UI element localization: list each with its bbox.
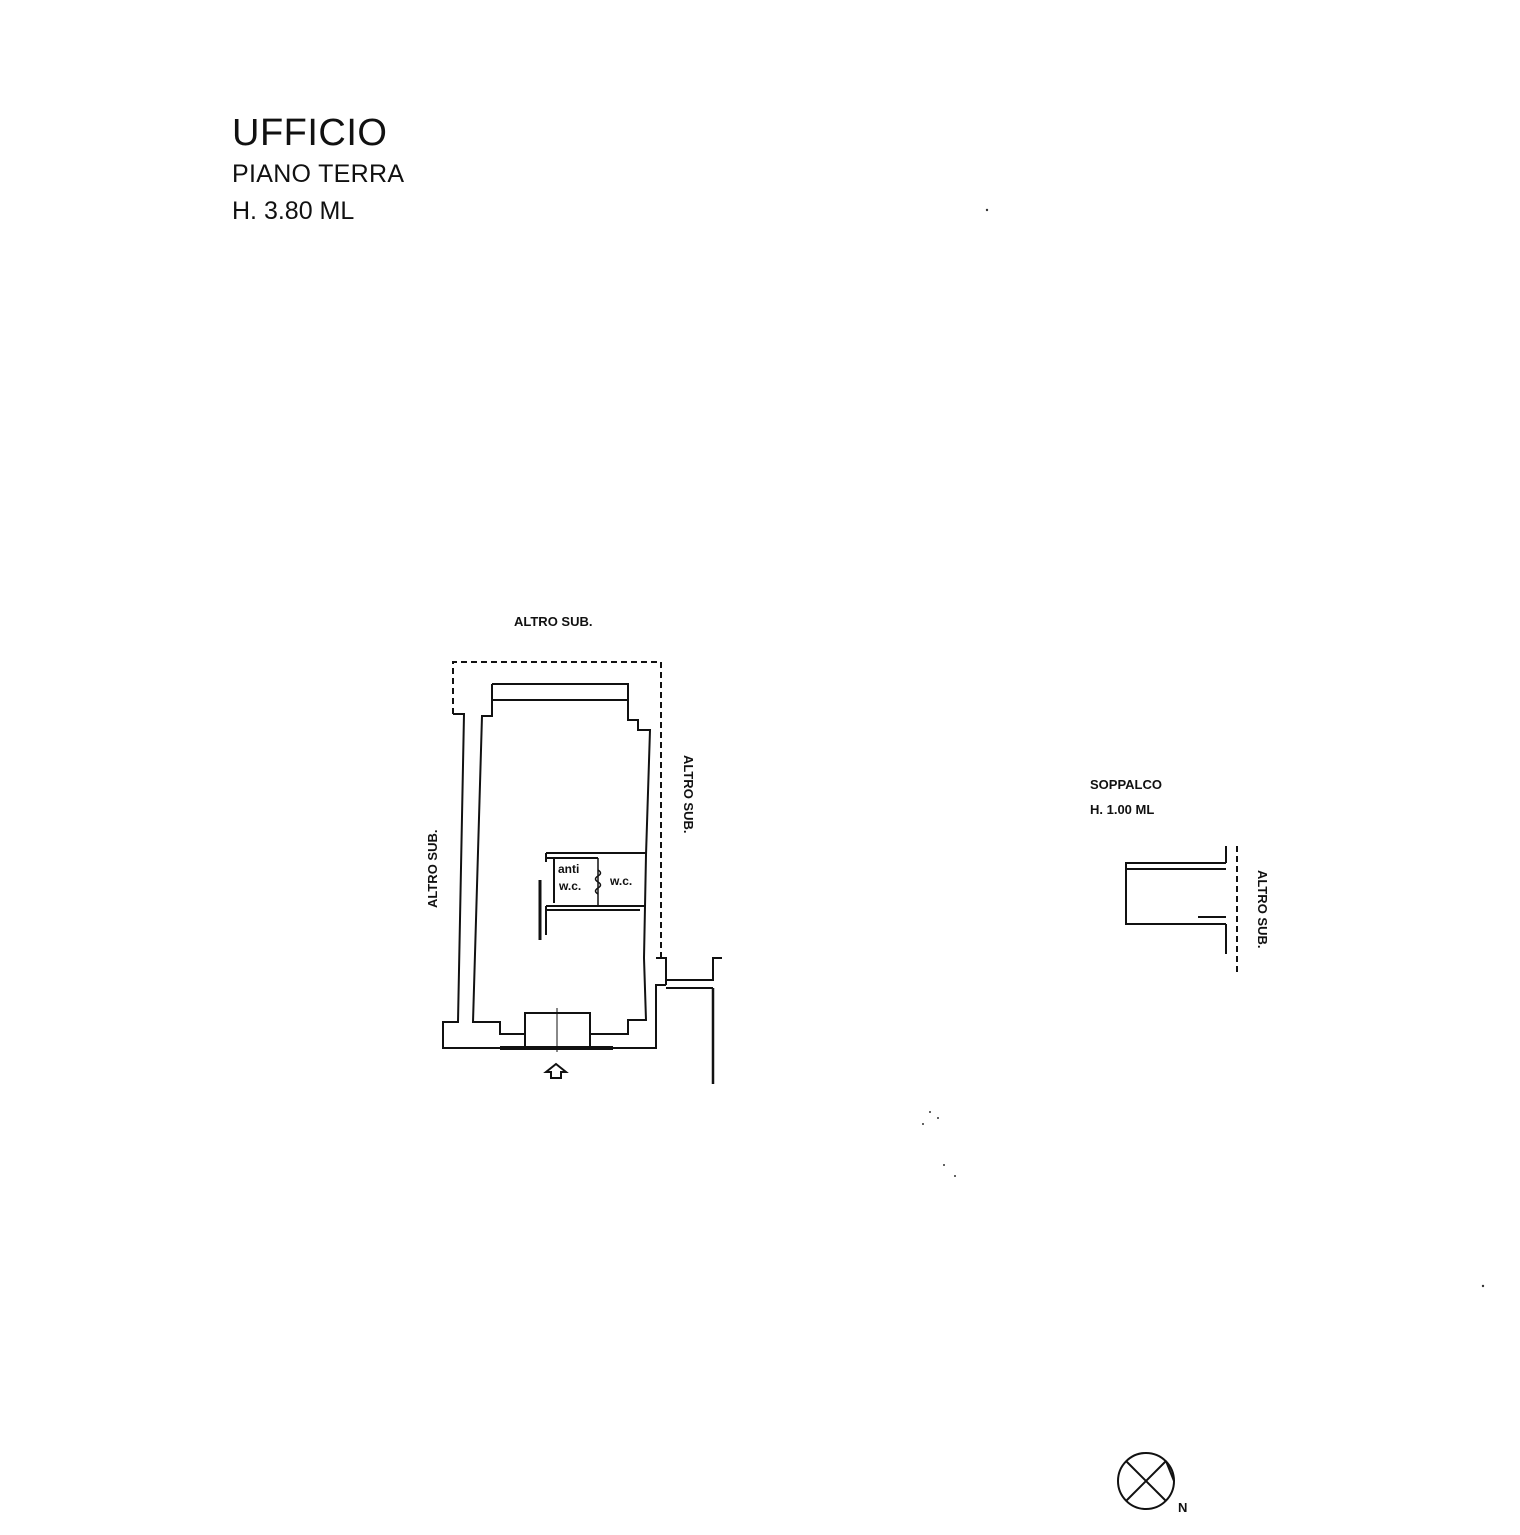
- shared-boundary-dashed: [452, 661, 662, 958]
- outer-wall: [442, 713, 667, 1049]
- anti-wc-label-1: anti: [558, 862, 579, 876]
- adjacent-wall: [666, 957, 722, 1084]
- wc-label: w.c.: [609, 874, 632, 888]
- mezzanine-room: [1125, 846, 1238, 974]
- neighbor-left-label: ALTRO SUB.: [425, 830, 440, 908]
- bathroom-block: [538, 852, 646, 940]
- north-compass-icon: [1117, 1452, 1175, 1510]
- neighbor-top-label: ALTRO SUB.: [514, 614, 592, 629]
- title-block: UFFICIO PIANO TERRA H. 3.80 ML: [232, 114, 404, 224]
- mezzanine-neighbor-label: ALTRO SUB.: [1255, 870, 1270, 948]
- floor-label: PIANO TERRA: [232, 160, 405, 188]
- ceiling-height-label: H. 3.80 ML: [232, 197, 355, 225]
- inner-wall: [471, 683, 652, 1035]
- north-label: N: [1178, 1500, 1187, 1515]
- scan-noise: [922, 208, 1485, 1288]
- mezzanine-title: SOPPALCO: [1090, 777, 1162, 792]
- anti-wc-label-2: w.c.: [558, 879, 581, 893]
- entrance-arrow-icon: [543, 1062, 569, 1079]
- mezzanine-height: H. 1.00 ML: [1090, 802, 1154, 817]
- neighbor-right-label: ALTRO SUB.: [681, 755, 696, 833]
- plan-title: UFFICIO: [232, 112, 388, 154]
- entrance-opening: [500, 1008, 613, 1052]
